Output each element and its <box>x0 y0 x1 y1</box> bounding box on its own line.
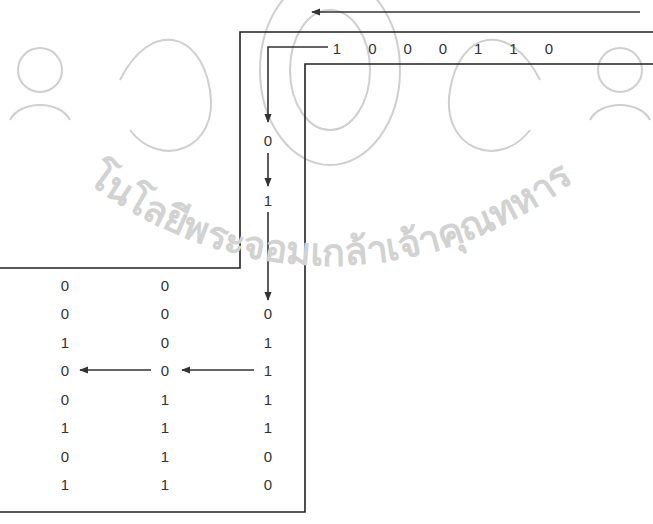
bit-value: 0 <box>61 363 69 378</box>
bit-value: 1 <box>161 420 169 435</box>
bit-value: 0 <box>264 477 272 492</box>
bit-value: 0 <box>61 392 69 407</box>
bit-value: 0 <box>264 449 272 464</box>
bit-value: 0 <box>161 363 169 378</box>
bit-value: 1 <box>509 41 517 56</box>
bit-value: 0 <box>439 41 447 56</box>
bit-value: 0 <box>61 278 69 293</box>
shift-arrows <box>80 12 640 370</box>
watermark-text: โนโลยีพระจอมเกล้าเจ้าคุณทหาร <box>80 152 580 275</box>
bit-value: 1 <box>161 392 169 407</box>
bit-value: 0 <box>61 306 69 321</box>
bit-value: 0 <box>403 41 411 56</box>
bit-value: 0 <box>61 449 69 464</box>
bit-value: 0 <box>161 335 169 350</box>
bit-value: 1 <box>161 477 169 492</box>
bit-value: 0 <box>545 41 553 56</box>
bit-value: 0 <box>161 306 169 321</box>
register-outline <box>0 32 653 512</box>
bit-value: 0 <box>264 306 272 321</box>
bit-value: 0 <box>161 278 169 293</box>
bit-value: 1 <box>161 449 169 464</box>
bit-value: 1 <box>61 477 69 492</box>
bit-value: 1 <box>264 392 272 407</box>
bit-value: 1 <box>264 363 272 378</box>
emblem-watermark <box>10 0 650 165</box>
bit-value: 1 <box>474 41 482 56</box>
bit-value: 1 <box>264 420 272 435</box>
bit-value: 0 <box>368 41 376 56</box>
bit-value: 0 <box>264 133 272 148</box>
bit-value: 1 <box>61 335 69 350</box>
bit-value: 1 <box>264 335 272 350</box>
bit-value: 1 <box>333 41 341 56</box>
bit-value: 1 <box>61 420 69 435</box>
bit-value: 1 <box>264 193 272 208</box>
